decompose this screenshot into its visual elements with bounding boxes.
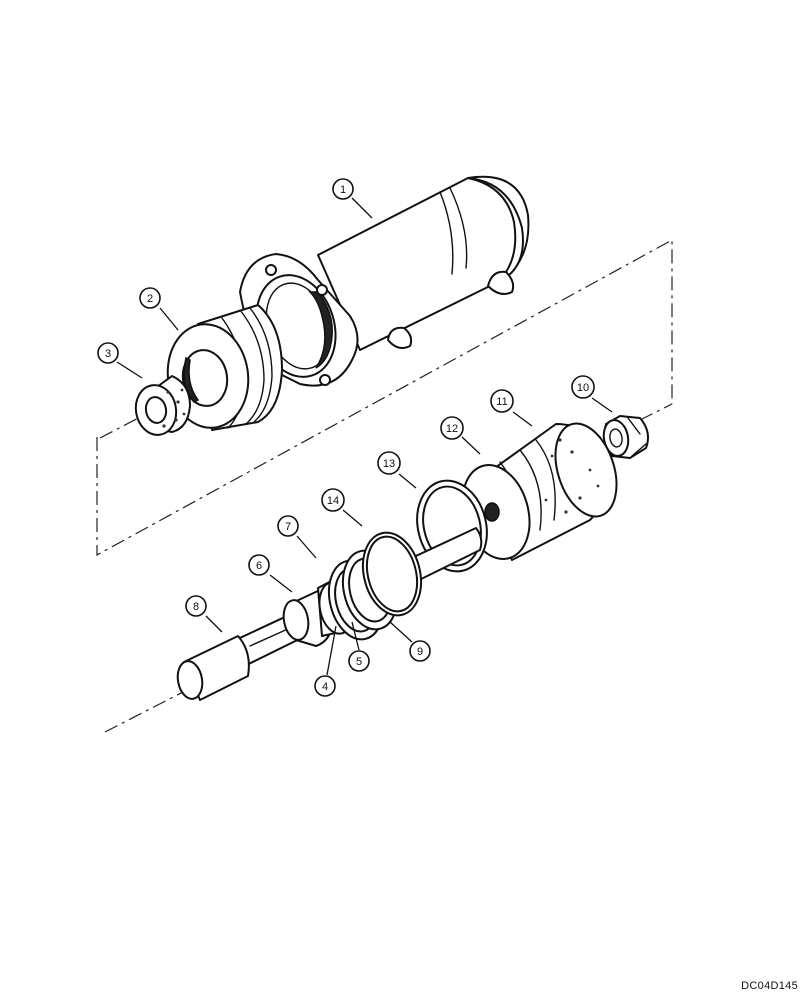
assembly-phantom-outline <box>96 238 673 557</box>
callout-6: 6 <box>248 554 270 576</box>
callout-label: 10 <box>577 382 589 394</box>
callout-10: 10 <box>571 375 595 399</box>
callout-11: 11 <box>490 389 514 413</box>
callout-label: 11 <box>496 396 507 408</box>
callout-label: 7 <box>285 521 291 533</box>
callout-label: 13 <box>383 458 395 470</box>
flange-bolt-hole <box>316 284 328 296</box>
callout-label: 4 <box>322 681 328 693</box>
callout-3: 3 <box>97 342 119 364</box>
callout-12: 12 <box>440 416 464 440</box>
part-3-wiper <box>134 375 191 436</box>
part-10-nut <box>602 415 649 459</box>
drawing-code: DC04D145 <box>741 980 798 992</box>
part-1-cylinder-barrel <box>239 175 530 387</box>
callout-4: 4 <box>314 675 336 697</box>
part-11-12-piston <box>461 422 618 561</box>
leader-lines <box>116 197 613 676</box>
callout-5: 5 <box>348 650 370 672</box>
callout-label: 14 <box>327 495 339 507</box>
callout-2: 2 <box>139 287 161 309</box>
callout-1: 1 <box>332 178 354 200</box>
callout-label: 9 <box>417 646 423 658</box>
part-4-7-seal-stack <box>282 531 423 647</box>
callout-7: 7 <box>277 515 299 537</box>
callout-label: 12 <box>446 423 458 435</box>
callout-14: 14 <box>321 488 345 512</box>
flange-bolt-hole <box>319 374 331 386</box>
nut-centerline <box>639 403 673 421</box>
callout-label: 5 <box>356 656 362 668</box>
callout-8: 8 <box>185 595 207 617</box>
flange-bolt-hole <box>265 264 277 276</box>
callout-label: 2 <box>147 293 153 305</box>
callout-label: 6 <box>256 560 262 572</box>
callout-label: 1 <box>340 184 346 196</box>
callout-9: 9 <box>409 640 431 662</box>
callout-13: 13 <box>377 451 401 475</box>
callout-label: 8 <box>193 601 199 613</box>
callout-label: 3 <box>105 348 111 360</box>
